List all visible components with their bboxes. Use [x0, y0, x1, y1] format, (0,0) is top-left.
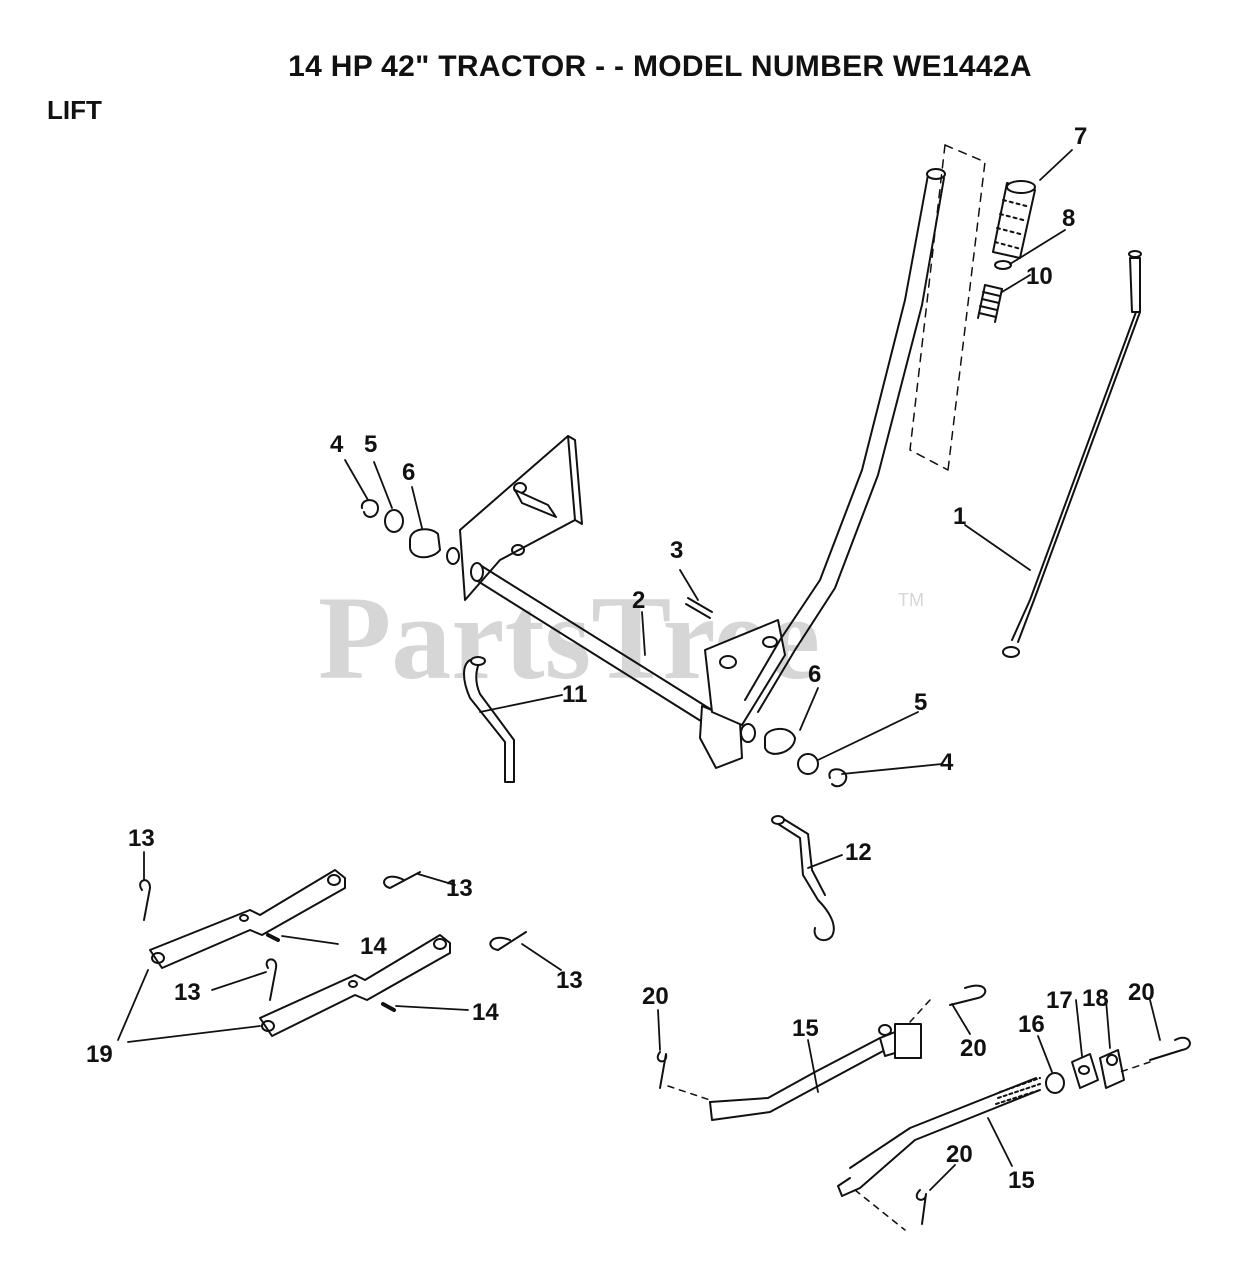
- callout-7: 7: [1074, 123, 1087, 150]
- part-8-washer: [994, 260, 1012, 270]
- callout-12: 12: [845, 839, 872, 866]
- part-11-bracket: [463, 656, 515, 783]
- callout-4-upper: 4: [330, 431, 344, 458]
- part-14-pin-lower: [381, 1002, 396, 1012]
- callout-15-upper: 15: [792, 1015, 819, 1042]
- callout-14-upper: 14: [360, 933, 387, 960]
- callout-13-right: 13: [556, 967, 583, 994]
- part-12-bracket: [771, 815, 835, 942]
- connector-dashed-4: [854, 1189, 906, 1231]
- callout-5-upper: 5: [364, 431, 377, 458]
- callout-20-left: 20: [642, 983, 669, 1010]
- callout-20-right: 20: [1128, 979, 1155, 1006]
- callout-2: 2: [632, 587, 645, 614]
- leader-lines: [117, 149, 1161, 1191]
- part-19-link-bars: [149, 869, 451, 1037]
- diagram-title: 14 HP 42" TRACTOR - - MODEL NUMBER WE144…: [288, 50, 1032, 83]
- lift-lever: [744, 168, 946, 713]
- part-16-nut: [1045, 1072, 1065, 1094]
- connector-dashed-3: [1119, 1061, 1151, 1073]
- callout-14-lower: 14: [472, 999, 499, 1026]
- callout-10: 10: [1026, 263, 1053, 290]
- part-15-rod-upper: [709, 1023, 922, 1121]
- callout-1: 1: [953, 503, 966, 530]
- part-3-pin: [685, 597, 713, 619]
- part-7-handle-grip: [992, 180, 1036, 259]
- part-15-rod-lower: [837, 1077, 1041, 1197]
- right-retainers: [740, 723, 848, 788]
- callout-19: 19: [86, 1041, 113, 1068]
- callout-8: 8: [1062, 205, 1075, 232]
- part-18-bracket: [1099, 1049, 1125, 1089]
- callout-13-top-right: 13: [446, 875, 473, 902]
- callout-11: 11: [562, 681, 587, 708]
- callout-20-middle: 20: [960, 1035, 987, 1062]
- connector-dashed-2: [909, 999, 931, 1023]
- callout-6-lower: 6: [808, 661, 821, 688]
- callout-17: 17: [1046, 987, 1073, 1014]
- part-1-rod: [1002, 250, 1142, 658]
- callout-13-top-left: 13: [128, 825, 155, 852]
- callout-13-middle: 13: [174, 979, 201, 1006]
- lever-bracket: [704, 619, 786, 726]
- callout-3: 3: [670, 537, 683, 564]
- part-17-block: [1071, 1053, 1099, 1089]
- callout-16: 16: [1018, 1011, 1045, 1038]
- callout-15-lower: 15: [1008, 1167, 1035, 1194]
- left-retainers: [360, 499, 460, 565]
- handle-guide-dashed: [909, 144, 986, 471]
- part-10-spring: [977, 284, 1003, 323]
- callout-4-lower: 4: [940, 749, 954, 776]
- part-20-hairpins: [656, 984, 1191, 1225]
- callout-18: 18: [1082, 985, 1109, 1012]
- callout-20-bottom: 20: [946, 1141, 973, 1168]
- callout-6-upper: 6: [402, 459, 415, 486]
- callout-5-lower: 5: [914, 689, 927, 716]
- part-14-pin-upper: [266, 933, 280, 942]
- watermark-trademark: TM: [898, 590, 924, 610]
- callout-labels: 7 8 10 1 3 2 4 5 6 11 6 5 4 12 13 13 14 …: [86, 123, 1155, 1194]
- connector-dashed-1: [667, 1085, 711, 1101]
- section-label: LIFT: [47, 95, 102, 125]
